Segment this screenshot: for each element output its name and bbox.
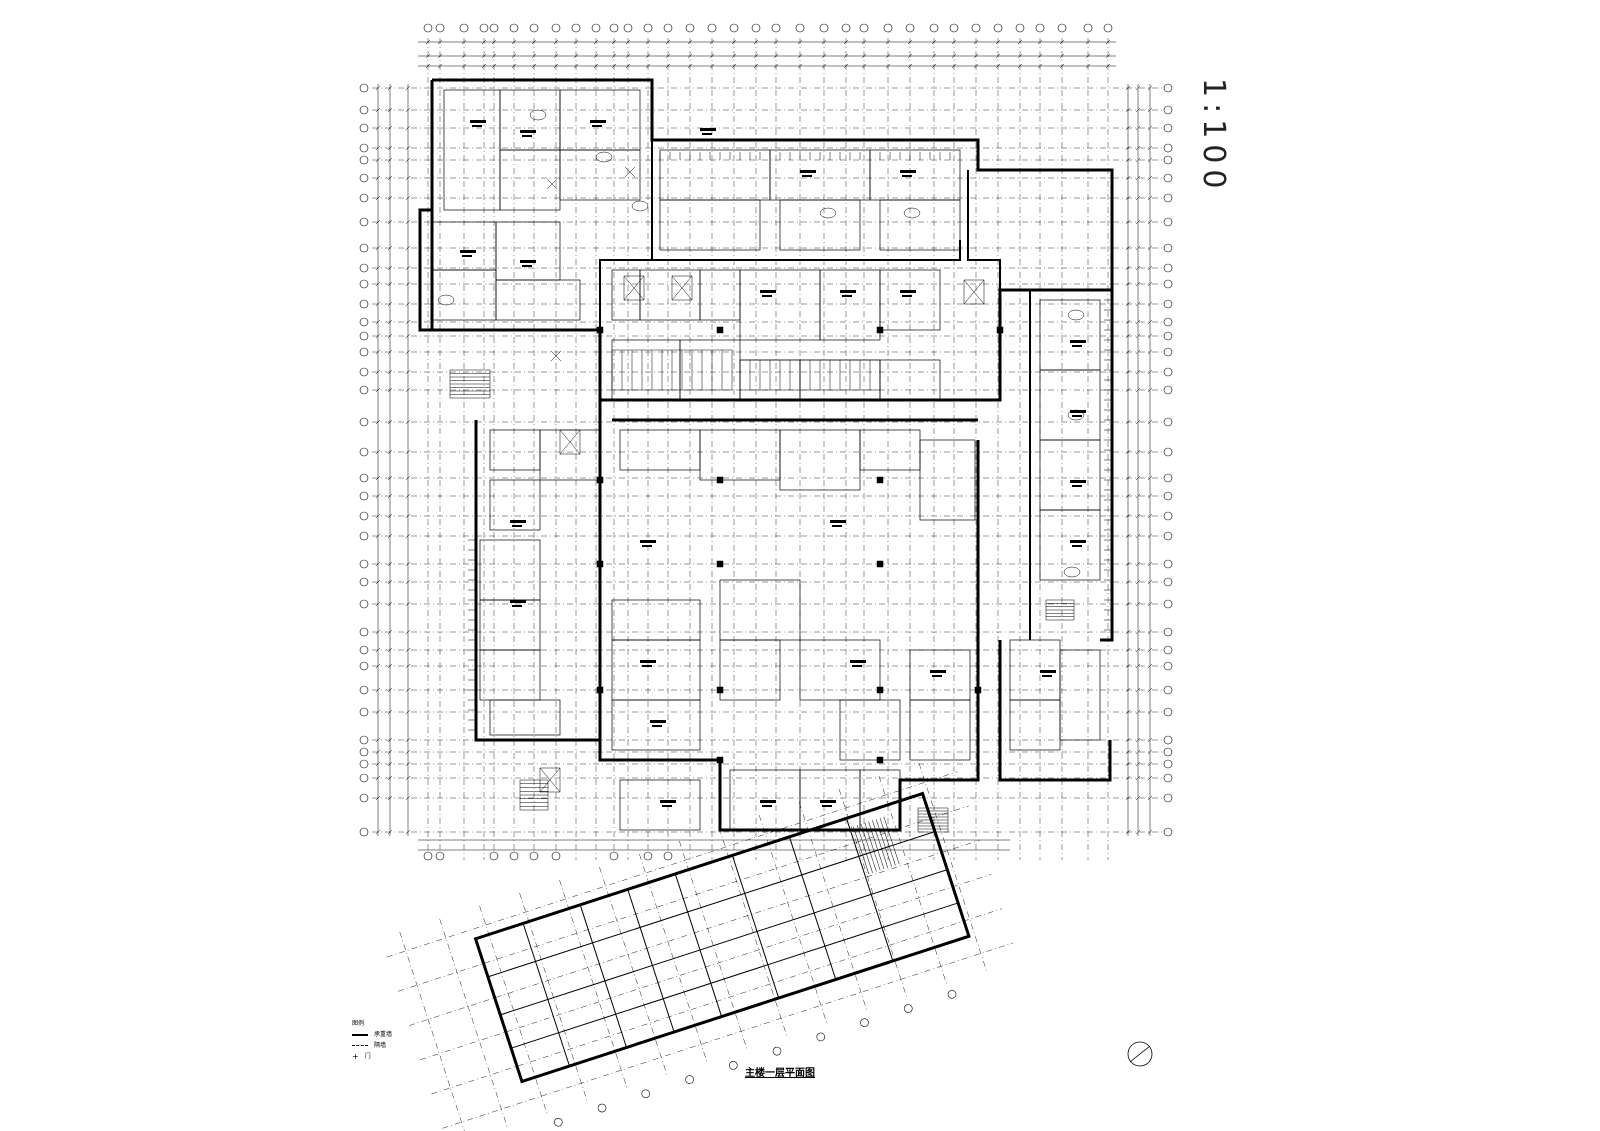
legend: 图例 承重墙 隔墙 +门: [352, 1018, 392, 1062]
legend-heading: 图例: [352, 1020, 365, 1027]
fixtures-and-stairs: [437, 109, 1112, 833]
legend-item: +门: [352, 1052, 371, 1061]
drawing-title: 主楼一层平面图: [745, 1068, 815, 1079]
scale-label: 1:100: [1196, 78, 1231, 195]
axis-bubbles: [359, 23, 1173, 861]
dimension-lines: [375, 39, 1153, 851]
title-block: 主楼一层平面图: [745, 1064, 815, 1081]
north-arrow-icon: [1127, 1041, 1153, 1067]
legend-item: 隔墙: [352, 1040, 392, 1051]
axis-grid: [372, 38, 1170, 860]
building-walls: [386, 78, 1114, 1131]
room-labels: [460, 120, 1086, 807]
legend-item: 承重墙: [352, 1029, 392, 1040]
